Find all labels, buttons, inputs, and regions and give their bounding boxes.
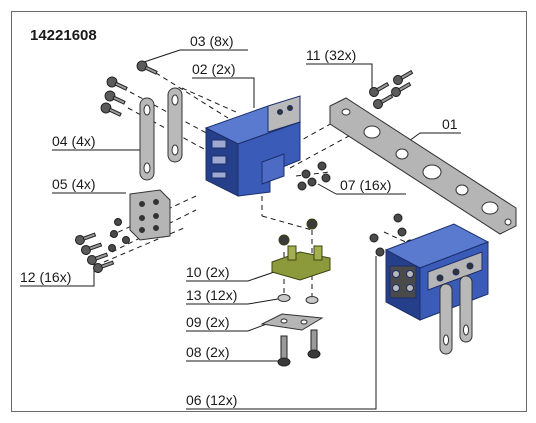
callout-09: 09 (2x)	[186, 314, 230, 330]
callout-11: 11 (32x)	[306, 47, 356, 63]
mounting-rail-01	[329, 97, 517, 235]
callout-03: 03 (8x)	[190, 33, 234, 49]
small-plate-05	[129, 189, 171, 241]
flat-bars-04	[139, 87, 183, 181]
callout-13: 13 (12x)	[186, 287, 237, 303]
blue-bracket-02-assembled	[384, 223, 490, 355]
nuts-07	[297, 161, 331, 191]
screws-12	[75, 218, 130, 273]
callout-10: 10 (2x)	[186, 264, 230, 280]
callout-07: 07 (16x)	[340, 177, 391, 193]
callout-08: 08 (2x)	[186, 344, 230, 360]
screws-11	[369, 70, 414, 109]
callout-05: 05 (4x)	[52, 176, 96, 192]
olive-bracket-10	[271, 218, 331, 281]
callout-06: 06 (12x)	[186, 392, 237, 408]
callout-02: 02 (2x)	[192, 61, 236, 77]
screws-03	[100, 60, 158, 117]
callout-12: 12 (16x)	[20, 269, 71, 285]
bolts-08	[277, 329, 321, 367]
plate-09	[260, 313, 324, 331]
blue-bracket-02	[204, 95, 302, 197]
callout-04: 04 (4x)	[52, 133, 96, 149]
callout-01: 01	[442, 116, 458, 132]
product-number: 14221608	[30, 27, 97, 44]
callout-leaders	[20, 49, 461, 410]
washers-13	[277, 294, 319, 304]
